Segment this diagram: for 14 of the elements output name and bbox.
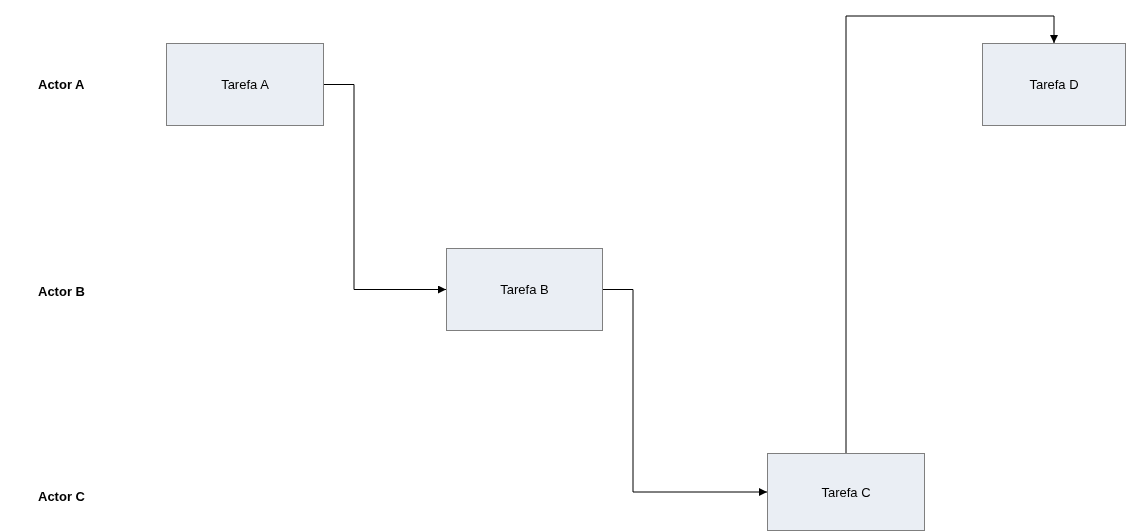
task-label: Tarefa C — [821, 484, 871, 500]
actor-label: Actor A — [38, 77, 85, 92]
actor-label: Actor B — [38, 284, 85, 299]
task-box — [166, 43, 324, 126]
task-label: Tarefa A — [221, 77, 269, 92]
arrow — [845, 15, 1058, 454]
task-box — [767, 453, 925, 531]
arrow — [323, 84, 447, 294]
task-label: Tarefa D — [1029, 77, 1079, 92]
actor-label: Actor C — [38, 489, 85, 504]
task-label: Tarefa B — [500, 282, 549, 297]
task-box — [446, 248, 603, 331]
task-box — [982, 43, 1126, 126]
arrow — [602, 289, 768, 496]
